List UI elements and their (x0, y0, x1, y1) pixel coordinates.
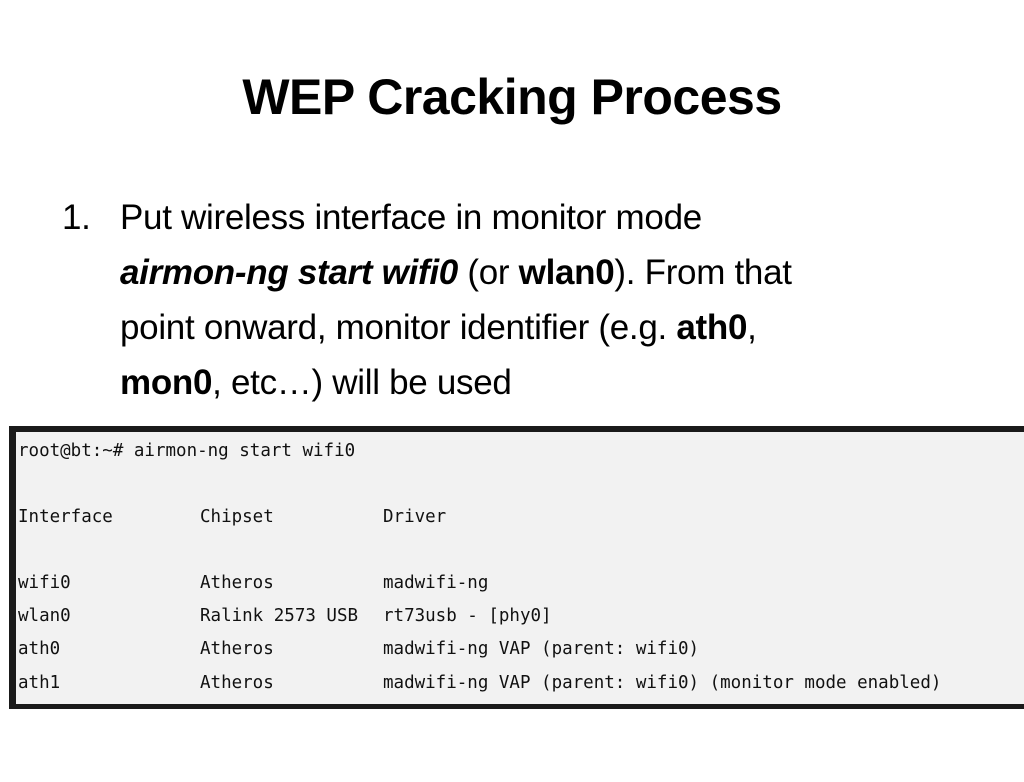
table-row: ath0 Atheros madwifi-ng VAP (parent: wif… (18, 638, 1018, 748)
row-interface: ath1 (18, 673, 61, 693)
header-driver: Driver (383, 507, 447, 527)
row-interface: ath0 (18, 639, 61, 659)
terminal-prompt-line: root@bt:~# airmon-ng start wifi0 (18, 441, 356, 461)
bullet-line-4: mon0, etc…) will be used (120, 355, 962, 410)
mon-text: mon0 (120, 363, 213, 402)
bullet-item: 1. Put wireless interface in monitor mod… (62, 190, 962, 410)
table-row: wifi0 Atheros madwifi-ng (18, 572, 1018, 682)
row-driver: madwifi-ng VAP (parent: wifi0) (383, 639, 700, 659)
row-chipset: Atheros (200, 673, 274, 693)
row-interface: wlan0 (18, 606, 71, 626)
table-row: ath1 Atheros madwifi-ng VAP (parent: wif… (18, 672, 1018, 782)
header-chipset: Chipset (200, 507, 274, 527)
bullet-line-1-text: Put wireless interface in monitor mode (120, 198, 702, 237)
row-chipset: Atheros (200, 573, 274, 593)
bullet-number: 1. (62, 198, 91, 237)
command-text: airmon-ng start wifi0 (120, 253, 458, 292)
row-driver: madwifi-ng (383, 573, 489, 593)
slide-title: WEP Cracking Process (242, 69, 782, 125)
terminal-screenshot: root@bt:~# airmon-ng start wifi0 Interfa… (9, 426, 1024, 709)
row-driver: rt73usb - [phy0] (383, 606, 552, 626)
wlan-text: wlan0 (518, 253, 615, 292)
row-driver: madwifi-ng VAP (parent: wifi0) (monitor … (383, 673, 942, 693)
row-chipset: Atheros (200, 639, 274, 659)
etc-text: , etc…) will be used (212, 363, 512, 402)
header-interface: Interface (18, 507, 113, 527)
row-interface: wifi0 (18, 573, 71, 593)
terminal-header-row: Interface Chipset Driver (18, 506, 1018, 616)
or-text: (or (457, 253, 519, 292)
bullet-line-1: Put wireless interface in monitor mode (120, 190, 962, 245)
bullet-line-3: point onward, monitor identifier (e.g. a… (120, 300, 962, 355)
comma-text: , (747, 308, 757, 347)
from-that-text: ). From that (614, 253, 792, 292)
point-onward-text: point onward, monitor identifier (e.g. (120, 308, 677, 347)
ath-text: ath0 (676, 308, 748, 347)
table-row: wlan0 Ralink 2573 USB rt73usb - [phy0] (18, 605, 1018, 715)
row-chipset: Ralink 2573 USB (200, 606, 359, 626)
bullet-line-2: airmon-ng start wifi0 (or wlan0). From t… (120, 245, 962, 300)
bullet-text: Put wireless interface in monitor mode a… (62, 190, 962, 410)
